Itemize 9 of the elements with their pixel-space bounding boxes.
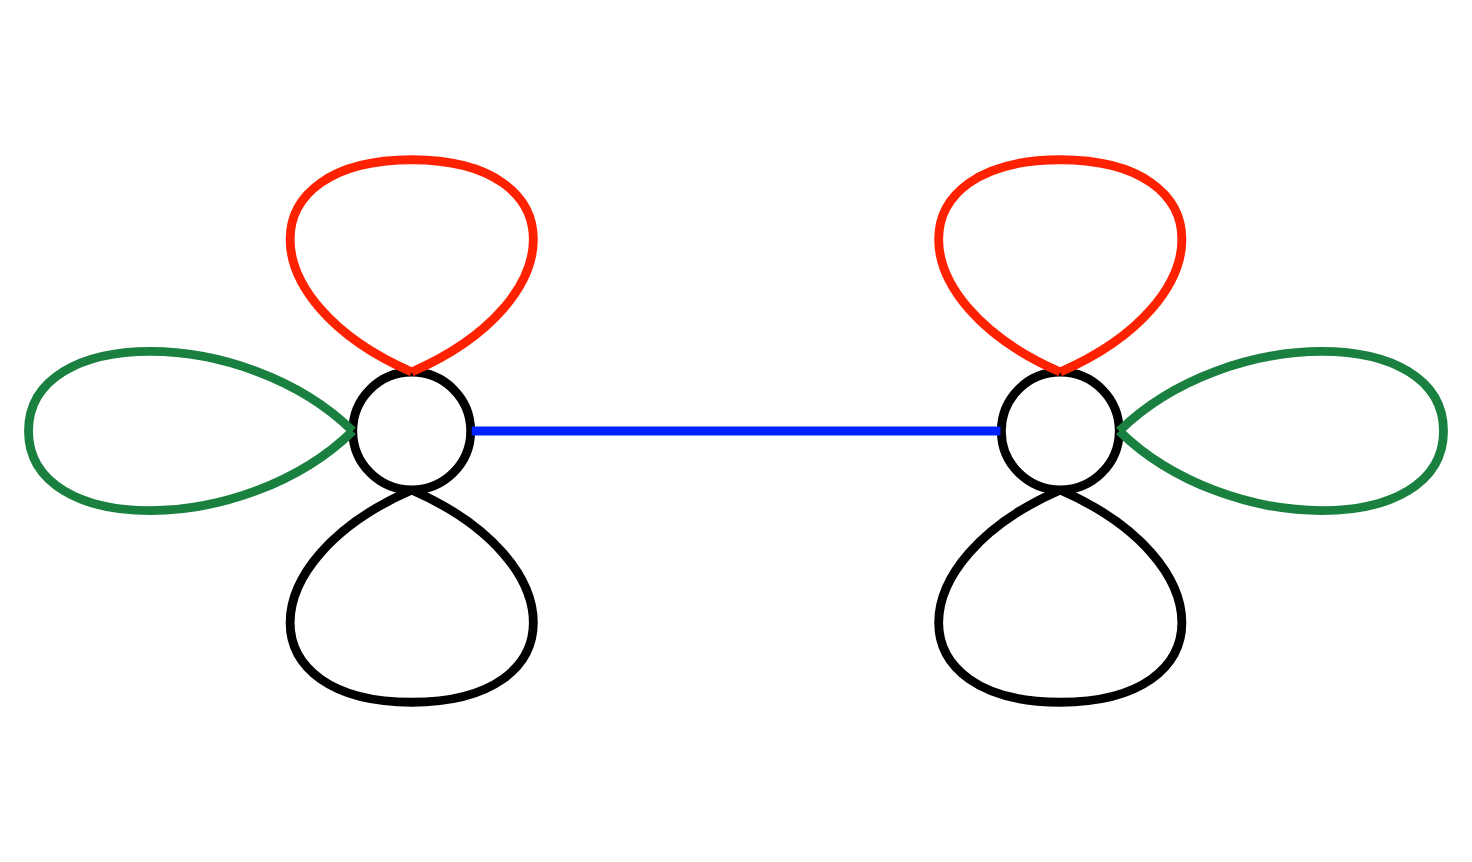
connector (471, 426, 1001, 436)
connector (934, 486, 1186, 707)
connector (286, 155, 538, 376)
connector (934, 155, 1186, 376)
node-circle (996, 367, 1124, 495)
connector (24, 347, 356, 515)
connector (286, 486, 538, 707)
connector (1116, 347, 1448, 515)
node-circle (348, 367, 476, 495)
